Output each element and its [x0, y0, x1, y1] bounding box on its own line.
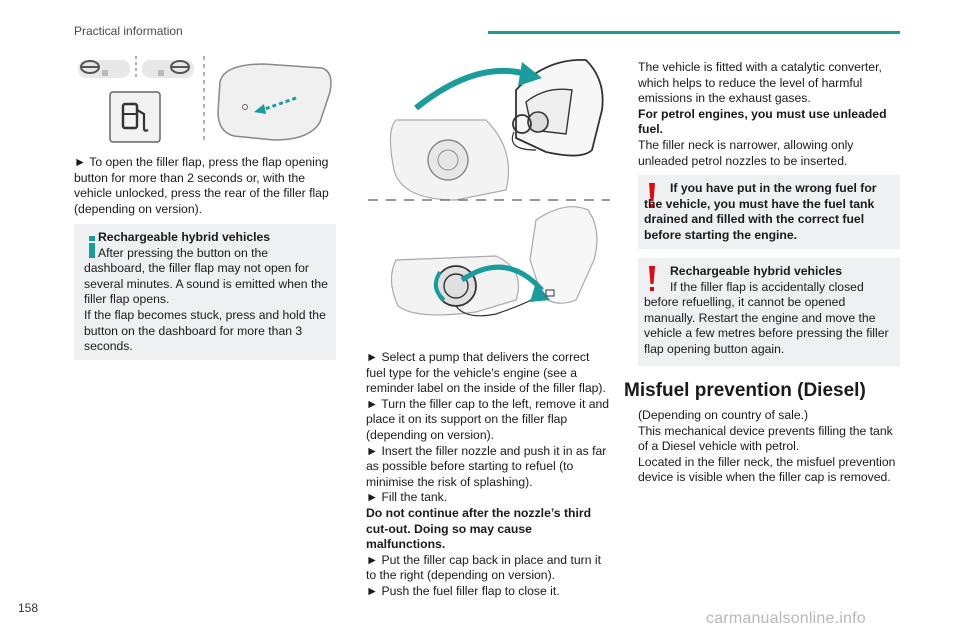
info-box: Rechargeable hybrid vehicles After press…: [74, 224, 336, 360]
filler-neck-note: The filler neck is narrower, allowing on…: [638, 137, 854, 168]
filler-flap-icon: [217, 63, 332, 141]
page-number: 158: [18, 601, 39, 615]
steering-wheel-right-icon: [142, 60, 194, 78]
petrol-note: For petrol engines, you must use unleade…: [638, 106, 887, 137]
steering-wheel-left-icon: [78, 60, 130, 78]
step-1: ► Select a pump that delivers the correc…: [366, 350, 606, 396]
catalytic-intro: The vehicle is fitted with a catalytic c…: [638, 60, 882, 106]
step-4: ► Fill the tank.: [366, 490, 448, 505]
hybrid-warning-title: Rechargeable hybrid vehicles: [670, 264, 843, 278]
open-flap-instruction: ► To open the filler flap, press the fla…: [74, 155, 329, 216]
hybrid-warning-text: If the filler flap is accidentally close…: [644, 279, 889, 356]
nozzle-warning: Do not continue after the nozzle’s third…: [366, 505, 592, 552]
wrong-fuel-warning-text: If you have put in the wrong fuel for th…: [644, 181, 877, 242]
step-3: ► Insert the filler nozzle and push it i…: [366, 443, 607, 489]
step-5: ► Put the filler cap back in place and t…: [366, 552, 601, 583]
warning-icon: [649, 183, 655, 208]
misfuel-heading: Misfuel prevention (Diesel): [624, 380, 866, 401]
section-title: Practical information: [74, 24, 183, 38]
misfuel-description: This mechanical device prevents filling …: [638, 423, 893, 454]
misfuel-location: Located in the filler neck, the misfuel …: [638, 454, 896, 485]
step-2: ► Turn the filler cap to the left, remov…: [366, 396, 610, 442]
info-icon: [89, 236, 95, 258]
info-box-line-1: After pressing the button on the dashboa…: [84, 245, 328, 307]
watermark: carmanualsonline.info: [706, 610, 866, 627]
filler-flap-open-icon: [389, 59, 604, 201]
info-box-title: Rechargeable hybrid vehicles: [98, 230, 271, 244]
header-accent-bar: [488, 31, 900, 34]
filler-button-illustration: [78, 56, 332, 144]
info-box-line-2: If the flap becomes stuck, press and hol…: [84, 307, 326, 354]
step-6: ► Push the fuel filler flap to close it.: [366, 583, 560, 598]
country-note: (Depending on country of sale.): [638, 408, 809, 422]
warning-box-hybrid: Rechargeable hybrid vehicles If the fill…: [638, 258, 900, 366]
filler-cap-removed-icon: [390, 206, 598, 317]
filler-cap-illustration: [368, 59, 610, 317]
warning-box-wrong-fuel: If you have put in the wrong fuel for th…: [638, 175, 900, 249]
warning-icon: [649, 266, 655, 291]
fuel-pump-icon: [109, 91, 161, 143]
